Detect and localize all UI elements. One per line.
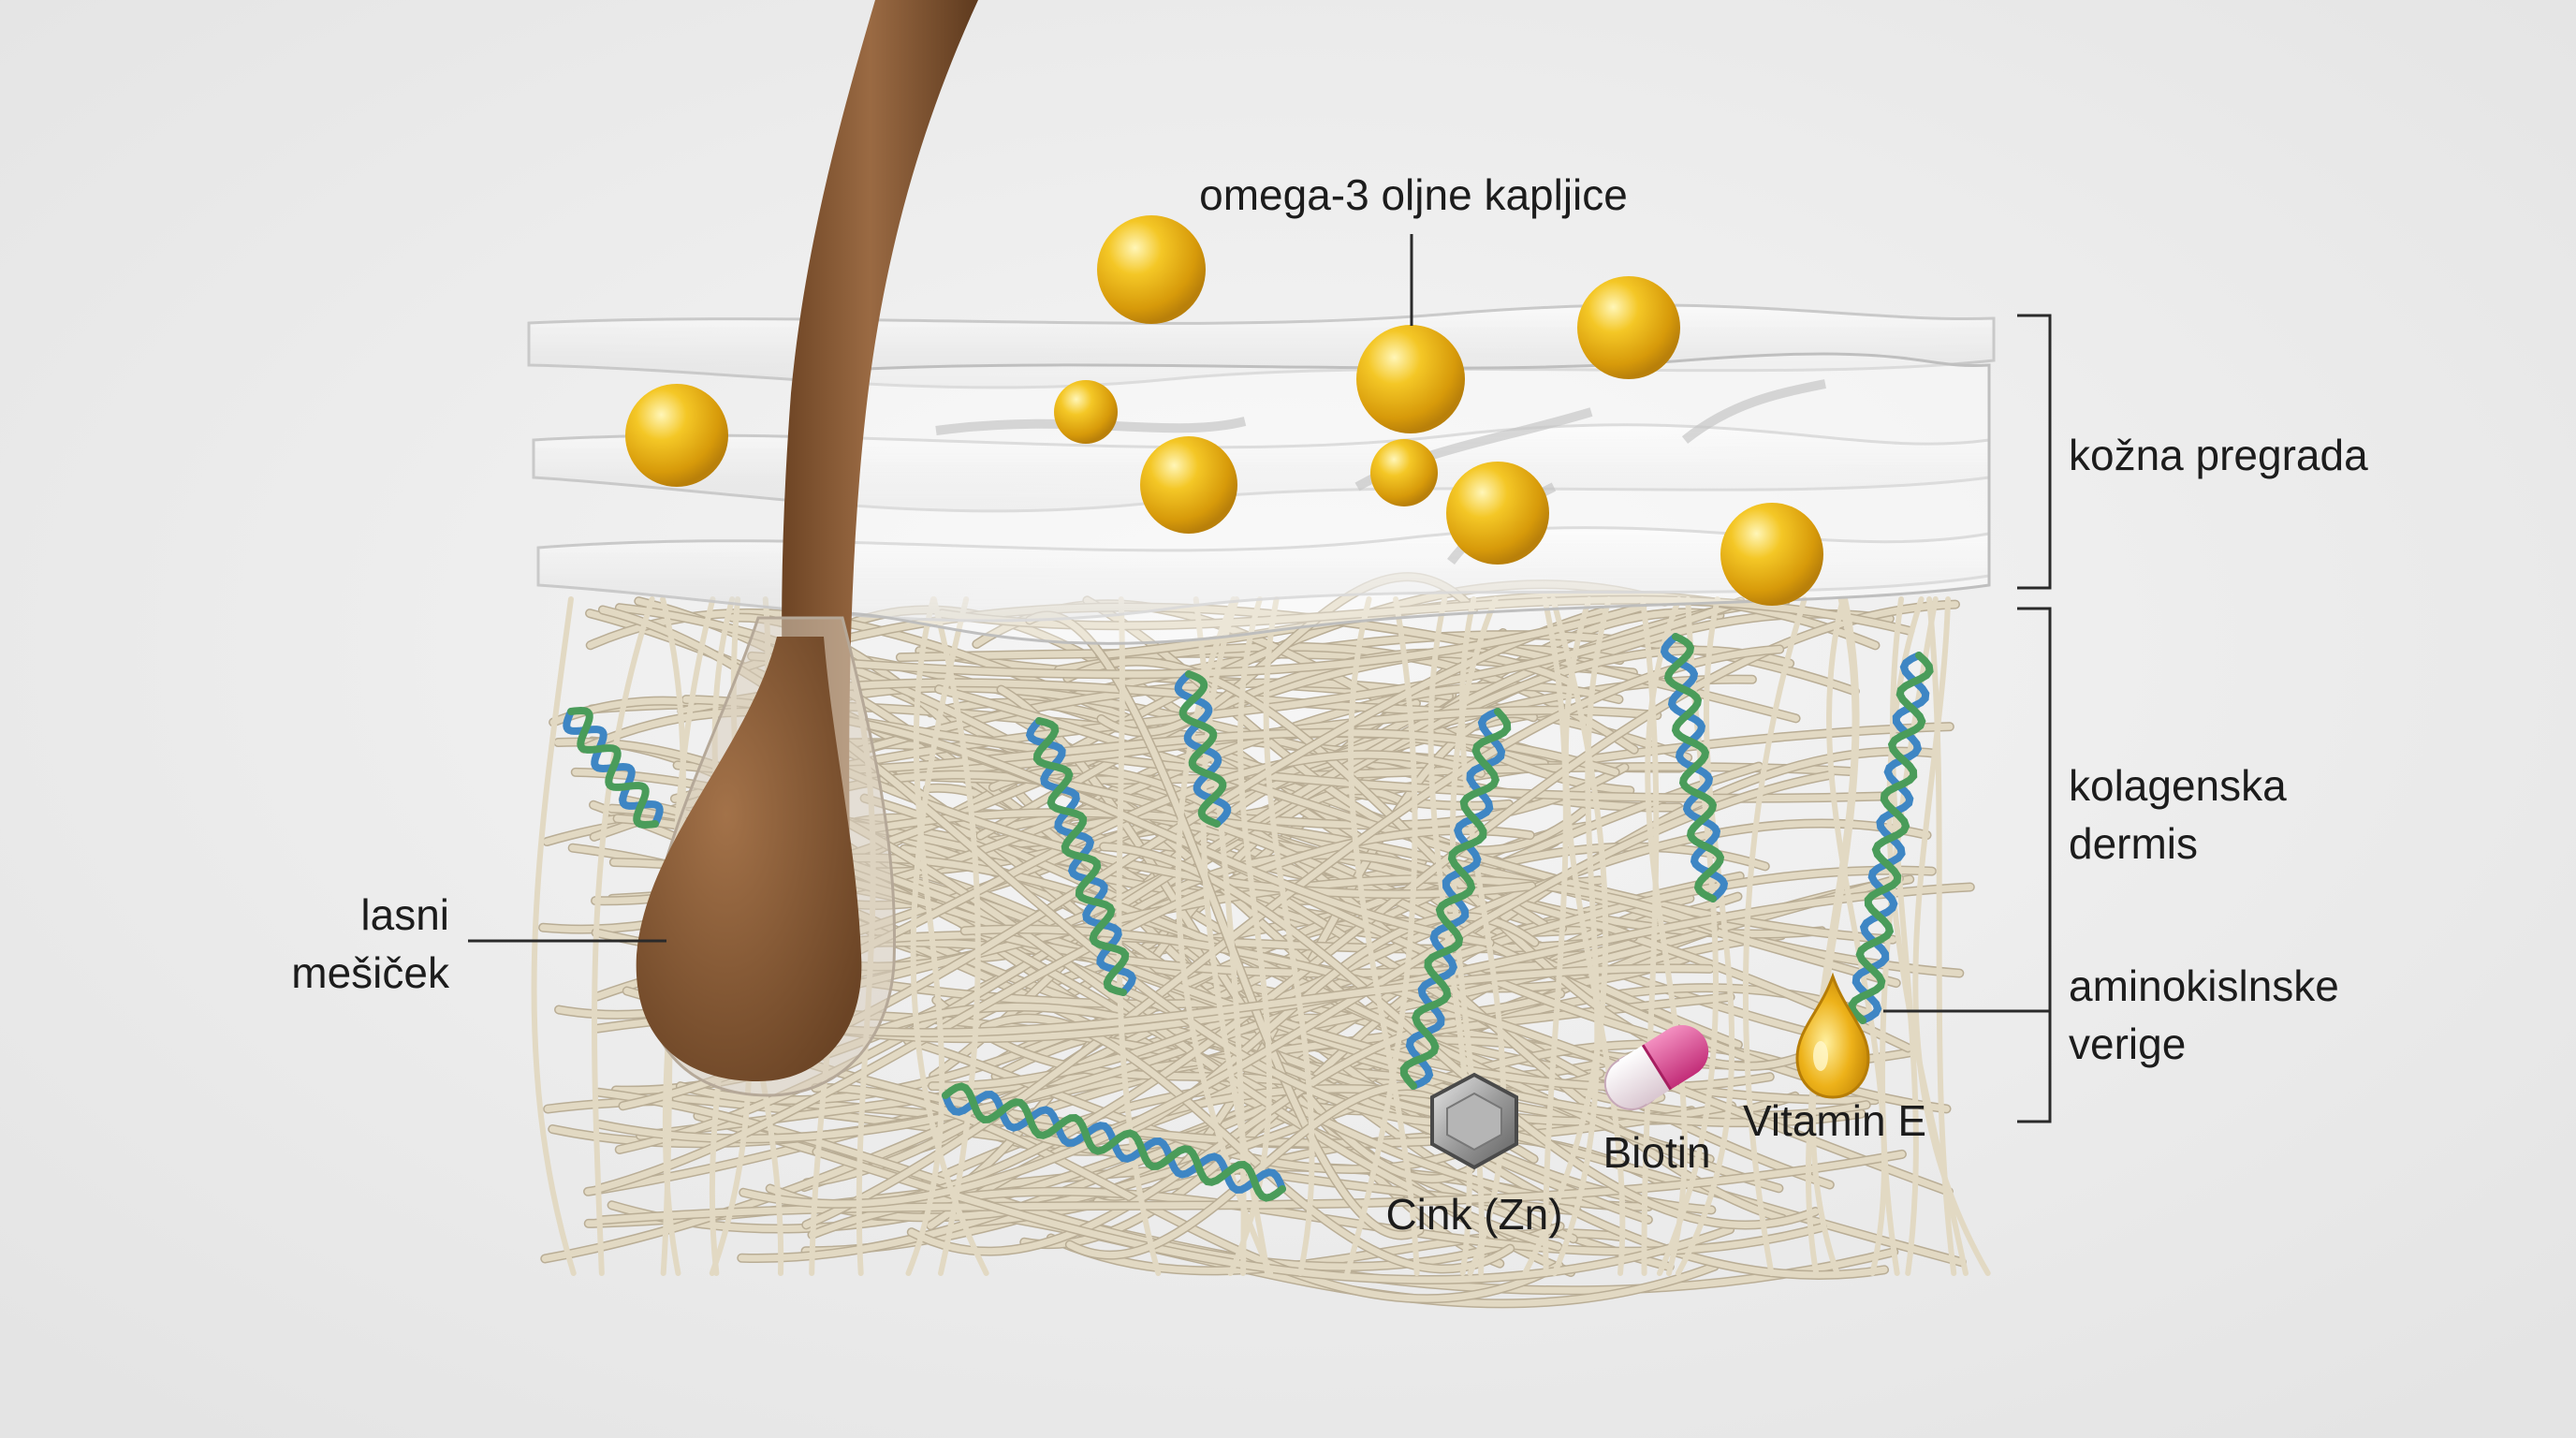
- collagen-fiber: [871, 809, 1900, 987]
- collagen-dermis-bracket: [2017, 607, 2052, 1123]
- hair-follicle-line2: mešiček: [291, 948, 449, 997]
- collagen-fiber: [1742, 596, 1808, 1276]
- collagen-fiber: [1427, 596, 1472, 1276]
- oil-droplet: [1097, 215, 1206, 324]
- oil-droplet: [1140, 436, 1237, 534]
- collagen-fiber: [598, 1151, 1906, 1224]
- collagen-fiber: [592, 596, 655, 1276]
- omega3-droplets: [625, 215, 1823, 606]
- collagen-fiber: [1542, 596, 1569, 1276]
- collagen-fiber: [1645, 596, 1688, 1276]
- collagen-fiber: [1263, 596, 1315, 1276]
- collagen-fiber: [930, 596, 981, 1276]
- oil-droplet: [625, 384, 728, 487]
- vitamin-e-drop-icon: [1795, 972, 1870, 1099]
- hair-follicle-line1: lasni: [360, 890, 449, 939]
- collagen-fiber: [1562, 596, 1626, 1276]
- oil-droplet: [1054, 380, 1118, 444]
- amino-acid-strand: [942, 1082, 1286, 1202]
- amino-acid-strand: [1399, 708, 1512, 1090]
- amino-chains-label: aminokislnske verige: [2069, 957, 2339, 1073]
- skin-barrier-label: kožna pregrada: [2069, 431, 2368, 479]
- skin-barrier-layers: [527, 303, 1996, 645]
- amino-acid-strand: [567, 706, 659, 829]
- collagen-fiber: [1458, 596, 1506, 1276]
- vitamin-e-label: Vitamin E: [1742, 1096, 1927, 1145]
- hair-bulb: [636, 637, 862, 1081]
- collagen-fiber: [531, 596, 577, 1276]
- biotin-capsule-icon: [1603, 1025, 1709, 1110]
- biotin-label: Biotin: [1603, 1128, 1711, 1177]
- barrier-internal-struts: [935, 379, 1826, 565]
- collagen-fiber: [961, 925, 1953, 1196]
- amino-acid-chains: [563, 633, 1934, 1202]
- collagen-fiber: [1551, 596, 1612, 1276]
- collagen-fiber: [938, 596, 1913, 635]
- collagen-fiber: [739, 771, 1834, 1208]
- amino-chains-line1: aminokislnske: [2069, 961, 2339, 1010]
- hair-follicle: [636, 0, 978, 1097]
- collagen-fiber: [802, 646, 1783, 1228]
- collagen-fiber: [833, 601, 1959, 1212]
- oil-droplet: [1446, 462, 1549, 565]
- collagen-dermis-line2: dermis: [2069, 819, 2199, 868]
- oil-droplet: [1577, 276, 1680, 379]
- amino-acid-strand: [1663, 633, 1725, 902]
- collagen-fiber: [1675, 596, 1735, 1276]
- zinc-label: Cink (Zn): [1385, 1190, 1563, 1239]
- amino-chains-line2: verige: [2069, 1020, 2187, 1068]
- amino-acid-strand: [1178, 670, 1227, 828]
- skin-barrier-bracket: [2017, 314, 2052, 590]
- oil-droplet: [1370, 439, 1438, 506]
- amino-acid-strand: [1848, 652, 1934, 1024]
- collagen-dermis-label: kolagenska dermis: [2069, 756, 2287, 873]
- collagen-fiber: [1805, 596, 1860, 1276]
- omega3-label: omega-3 oljne kapljice: [1199, 170, 1628, 219]
- collagen-fiber: [1344, 596, 1418, 1276]
- collagen-fiber: [597, 827, 1534, 1192]
- collagen-fiber: [1348, 596, 1420, 1276]
- collagen-fiber: [1193, 596, 1247, 1276]
- collagen-fiber: [910, 596, 989, 1276]
- collagen-fiber: [1926, 596, 1957, 1276]
- amino-acid-strand: [1032, 717, 1130, 996]
- zinc-hexagon-icon: [1430, 1072, 1518, 1170]
- collagen-fiber: [1889, 596, 1919, 1276]
- collagen-fiber: [905, 596, 945, 1276]
- oil-droplet: [1720, 503, 1823, 606]
- collagen-fiber: [1522, 596, 1609, 1276]
- oil-droplet: [1356, 325, 1465, 433]
- hair-follicle-label: lasni mešiček: [234, 886, 449, 1002]
- collagen-dermis-line1: kolagenska: [2069, 761, 2287, 810]
